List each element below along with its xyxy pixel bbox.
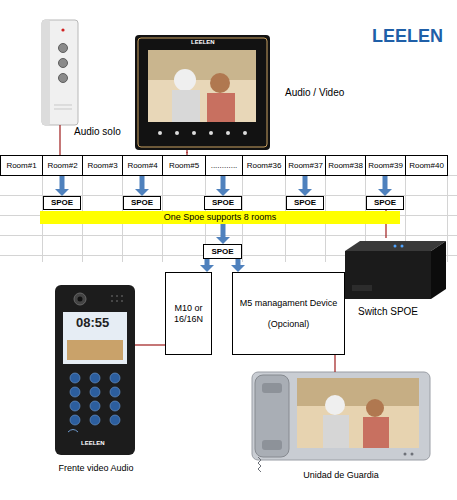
arrow-head — [55, 189, 69, 196]
room-cell: Room#40 — [405, 155, 448, 176]
node-text: SPOE — [294, 198, 316, 208]
sheet-grid — [0, 175, 457, 262]
spoe-box: SPOE — [366, 196, 404, 210]
flow-arrow — [378, 176, 392, 196]
room-cell: Room#1 — [0, 155, 43, 176]
arrow-head — [298, 189, 312, 196]
wire — [60, 142, 61, 155]
spoe-box: SPOE — [204, 196, 242, 210]
node-text: Room#4 — [127, 161, 157, 171]
node-text: SPOE — [212, 198, 234, 208]
ellipsis-cell: ............ — [205, 155, 243, 176]
monitor-device: Audio / Video — [133, 33, 355, 152]
door-station-device: Frente video Audio — [50, 283, 142, 478]
connector-line — [236, 259, 241, 266]
room-cell: Room#2 — [42, 155, 83, 176]
spoe-box: SPOE — [286, 196, 324, 210]
flow-arrow — [200, 259, 214, 272]
room-cell: Room#36 — [242, 155, 286, 176]
management-box: M5 managament Device (Opcional) — [232, 272, 345, 355]
audio-handset — [42, 20, 78, 142]
spoe-box: SPOE — [123, 196, 161, 210]
device-logo: LEELEN — [191, 39, 215, 46]
clock-display: 08:55 — [76, 316, 109, 330]
node-text: M5 managament Device — [240, 298, 338, 309]
room-cell: Room#38 — [325, 155, 366, 176]
node-text: Room#2 — [47, 161, 77, 171]
arrow-head — [216, 237, 230, 244]
switch-device: Switch SPOE — [338, 238, 447, 322]
wire — [335, 355, 336, 368]
room-cell: Room#5 — [162, 155, 206, 176]
connector-line — [140, 176, 145, 190]
device-logo: LEELEN — [81, 440, 105, 447]
flow-arrow — [216, 176, 230, 196]
arrow-head — [378, 189, 392, 196]
arrow-head — [231, 265, 245, 272]
connector-line — [142, 344, 165, 345]
node-text: Frente video Audio — [50, 463, 142, 474]
connector-line — [303, 176, 308, 190]
node-text: Room#39 — [368, 161, 403, 171]
connector-line — [221, 224, 226, 238]
flow-arrow — [135, 176, 149, 196]
room-cell: Room#39 — [365, 155, 406, 176]
node-text: SPOE — [374, 198, 396, 208]
node-text: Audio / Video — [285, 87, 344, 99]
node-text: Room#36 — [247, 161, 282, 171]
node-text: Room#1 — [6, 161, 36, 171]
door-station — [55, 285, 142, 455]
flow-arrow — [231, 259, 245, 272]
connector-line — [59, 142, 60, 155]
brand-logo: LEELEN — [372, 27, 443, 47]
video-monitor — [135, 35, 270, 153]
node-text: Audio solo — [74, 126, 121, 138]
spoe-box: SPOE — [203, 244, 242, 259]
arrow-head — [200, 265, 214, 272]
node-text: One Spoe supports 8 rooms — [164, 212, 277, 223]
node-text: ............ — [211, 161, 238, 171]
room-cell: Room#4 — [122, 155, 163, 176]
node-text: SPOE — [211, 247, 233, 257]
node-text: (Opcional) — [268, 319, 310, 330]
node-text: Unidad de Guardia — [248, 470, 434, 481]
wire — [142, 345, 165, 346]
node-text: Switch SPOE — [358, 306, 418, 318]
room-cell: Room#3 — [82, 155, 123, 176]
node-text: SPOE — [51, 198, 73, 208]
flow-arrow — [298, 176, 312, 196]
node-text: Room#37 — [288, 161, 323, 171]
capacity-band: One Spoe supports 8 rooms — [40, 211, 400, 224]
node-text: Room#5 — [169, 161, 199, 171]
controller-box: M10 or 16/16N — [165, 272, 212, 355]
connector-line — [60, 176, 65, 190]
node-text: Room#3 — [87, 161, 117, 171]
flow-arrow — [216, 224, 230, 244]
node-text: Room#38 — [328, 161, 363, 171]
arrow-head — [135, 189, 149, 196]
spoe-switch — [345, 241, 446, 299]
node-text: SPOE — [131, 198, 153, 208]
guard-unit-device: Unidad de Guardia — [248, 368, 434, 490]
flow-arrow — [55, 176, 69, 196]
connector-line — [383, 176, 388, 190]
connector-line — [334, 355, 335, 368]
node-text: Room#40 — [409, 161, 444, 171]
handset-device: Audio solo — [38, 18, 124, 142]
arrow-head — [216, 189, 230, 196]
room-cell: Room#37 — [285, 155, 326, 176]
connector-line — [205, 259, 210, 266]
guard-unit — [252, 368, 430, 472]
node-text: M10 or 16/16N — [169, 303, 208, 325]
spoe-box: SPOE — [43, 196, 81, 210]
connector-line — [221, 176, 226, 190]
